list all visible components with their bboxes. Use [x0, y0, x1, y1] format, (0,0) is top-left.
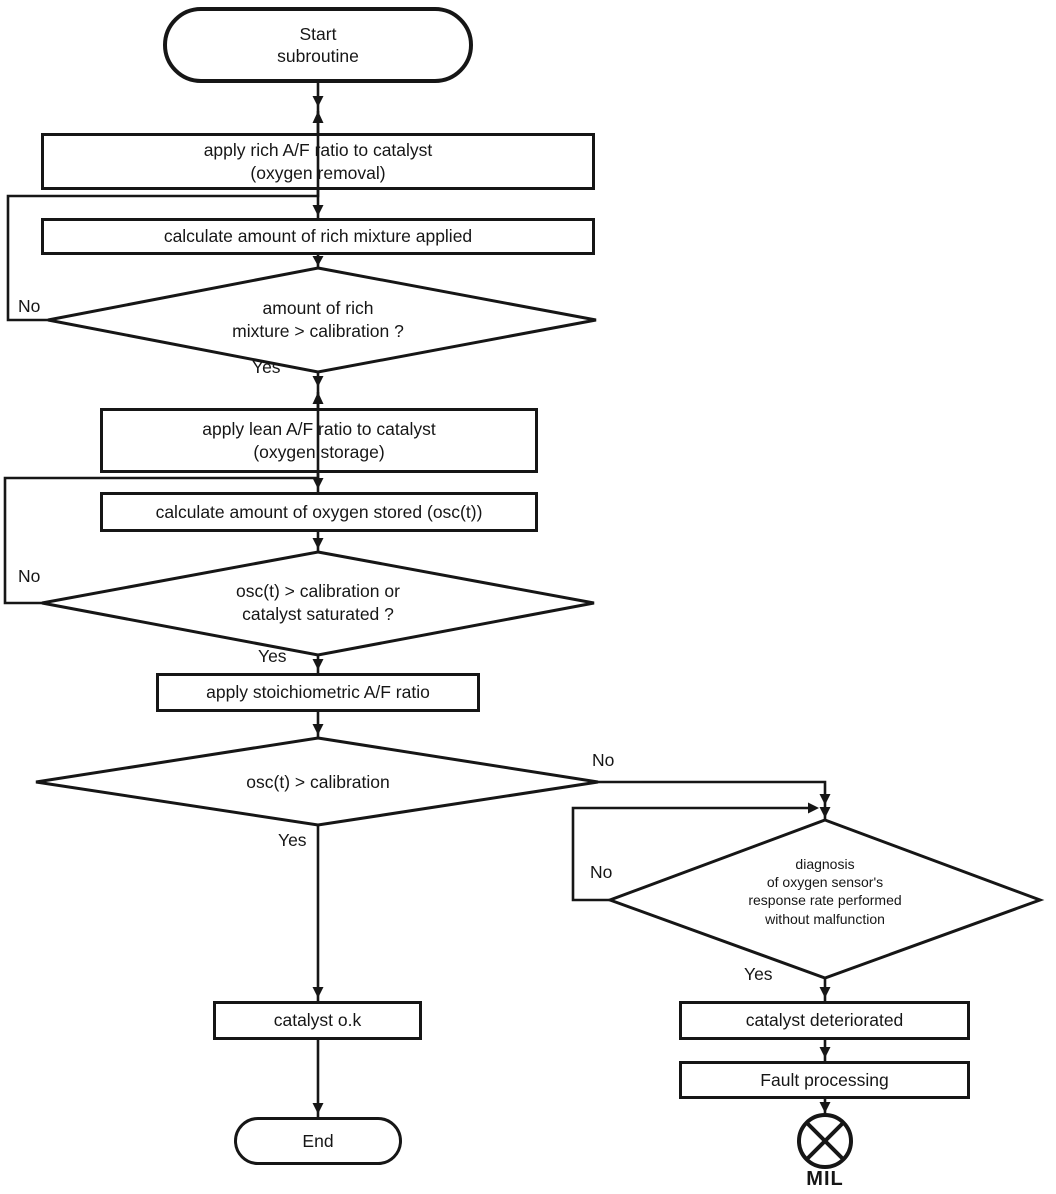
edge-label-rich-no: No [18, 296, 41, 316]
edge-label-calib-yes: Yes [278, 830, 307, 850]
arrowhead-down [312, 256, 324, 266]
diamond-calib-decision [35, 736, 599, 827]
arrowhead-down [819, 1102, 831, 1113]
edge-label-rich-yes: Yes [252, 357, 281, 377]
arrowhead-down [819, 807, 831, 818]
edge-sensor-decision-no-loop [571, 806, 816, 902]
diamond-osc-decision [41, 550, 595, 657]
node-apply-lean: apply lean A/F ratio to catalyst (oxygen… [100, 408, 538, 473]
mil-circle [797, 1113, 853, 1169]
edge-calib-decision-no [598, 780, 827, 820]
edge-label-calib-no: No [592, 750, 615, 770]
arrowhead-down [312, 376, 324, 387]
arrowhead-down [312, 478, 324, 489]
arrowhead-down [819, 1047, 831, 1058]
arrowhead-down [312, 1103, 324, 1114]
label-rich-decision: amount of rich mixture > calibration ? [232, 298, 404, 341]
node-calc-osc: calculate amount of oxygen stored (osc(t… [100, 492, 538, 532]
arrowhead-down [312, 205, 324, 216]
node-apply-stoich: apply stoichiometric A/F ratio [156, 673, 480, 712]
node-start: Start subroutine [163, 7, 473, 83]
arrowhead-down [312, 987, 324, 998]
edge-rich-decision-no-loop [6, 111, 320, 322]
arrowhead-up [312, 111, 324, 123]
arrowheads [312, 96, 831, 1114]
edge-osc-decision-no-loop [3, 392, 320, 605]
diamond-sensor-decision [605, 818, 1045, 980]
arrowhead-down [819, 794, 831, 805]
label-osc-decision: osc(t) > calibration or catalyst saturat… [236, 581, 400, 624]
label-calib-decision: osc(t) > calibration [246, 772, 390, 792]
arrowhead-down [312, 659, 324, 670]
arrowhead-up [312, 392, 324, 404]
edge-label-osc-yes: Yes [258, 646, 287, 666]
edge-label-sensor-yes: Yes [744, 964, 773, 984]
arrowhead-down [312, 724, 324, 735]
mil-cross-line [805, 1121, 845, 1161]
node-catalyst-deteriorated: catalyst deteriorated [679, 1001, 970, 1040]
arrowhead-down [312, 538, 324, 549]
node-fault-processing: Fault processing [679, 1061, 970, 1099]
edge-label-osc-no: No [18, 566, 41, 586]
arrowhead-right [808, 802, 819, 814]
arrowhead-down [312, 96, 324, 107]
diamond-rich-decision [47, 266, 597, 374]
mil-indicator-icon [797, 1113, 853, 1169]
mil-indicator-label: MIL [806, 1168, 844, 1190]
node-catalyst-ok: catalyst o.k [213, 1001, 422, 1040]
edge-label-sensor-no: No [590, 862, 613, 882]
label-sensor-decision: diagnosis of oxygen sensor's response ra… [748, 856, 902, 927]
node-calc-rich: calculate amount of rich mixture applied [41, 218, 595, 255]
node-end: End [234, 1117, 402, 1165]
decision-shapes [35, 266, 1045, 980]
arrowhead-down [819, 987, 831, 998]
node-apply-rich: apply rich A/F ratio to catalyst (oxygen… [41, 133, 595, 190]
